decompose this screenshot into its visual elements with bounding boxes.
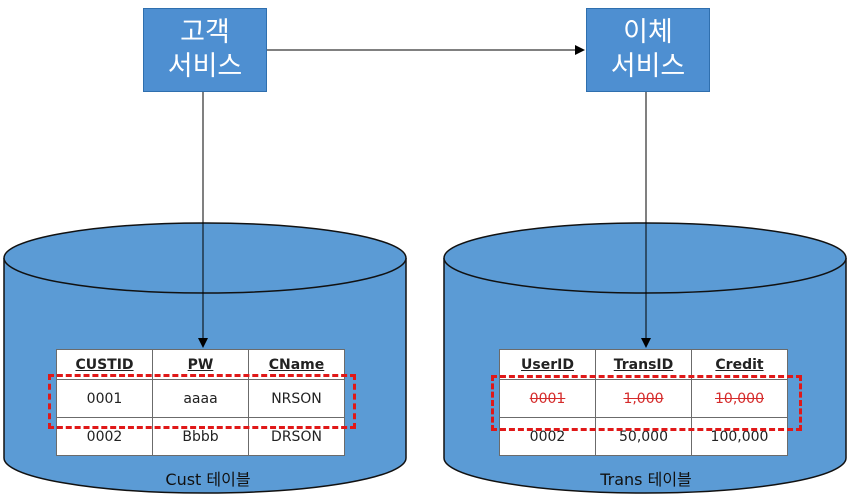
- table-row: 0002 50,000 100,000: [499, 417, 788, 456]
- transfer-service-box[interactable]: 이체 서비스: [586, 8, 710, 92]
- cust-table: CUSTID PW CName 0001 aaaa NRSON 0002 Bbb…: [56, 349, 345, 456]
- table-cell: 0002: [56, 417, 153, 456]
- table-row: 0001 1,000 10,000: [499, 379, 788, 418]
- table-cell: 0002: [499, 417, 596, 456]
- table-cell: aaaa: [152, 379, 249, 418]
- table-cell: 100,000: [691, 417, 788, 456]
- trans-row-highlight: [491, 375, 802, 431]
- cust-row-highlight: [48, 374, 356, 429]
- transfer-service-label-line1: 이체: [623, 17, 673, 48]
- table-row: 0002 Bbbb DRSON: [56, 417, 345, 456]
- cust-table-caption: Cust 테이블: [165, 470, 251, 489]
- trans-table: UserID TransID Credit 0001 1,000 10,000 …: [499, 349, 788, 456]
- table-header-row: UserID TransID Credit: [499, 349, 788, 380]
- table-cell: 50,000: [595, 417, 692, 456]
- column-header: Credit: [691, 349, 788, 380]
- table-cell-struck: 10,000: [691, 379, 788, 418]
- customer-service-box[interactable]: 고객 서비스: [143, 8, 267, 92]
- table-cell-struck: 0001: [499, 379, 596, 418]
- table-cell-struck: 1,000: [595, 379, 692, 418]
- transfer-service-label-line2: 서비스: [610, 51, 686, 82]
- trans-table-caption: Trans 테이블: [600, 470, 692, 489]
- customer-service-label-line1: 고객: [180, 17, 230, 48]
- table-cell: NRSON: [248, 379, 345, 418]
- table-cell: DRSON: [248, 417, 345, 456]
- column-header: UserID: [499, 349, 596, 380]
- column-header: TransID: [595, 349, 692, 380]
- customer-service-label-line2: 서비스: [167, 51, 243, 82]
- table-cell: 0001: [56, 379, 153, 418]
- table-cell: Bbbb: [152, 417, 249, 456]
- table-row: 0001 aaaa NRSON: [56, 379, 345, 418]
